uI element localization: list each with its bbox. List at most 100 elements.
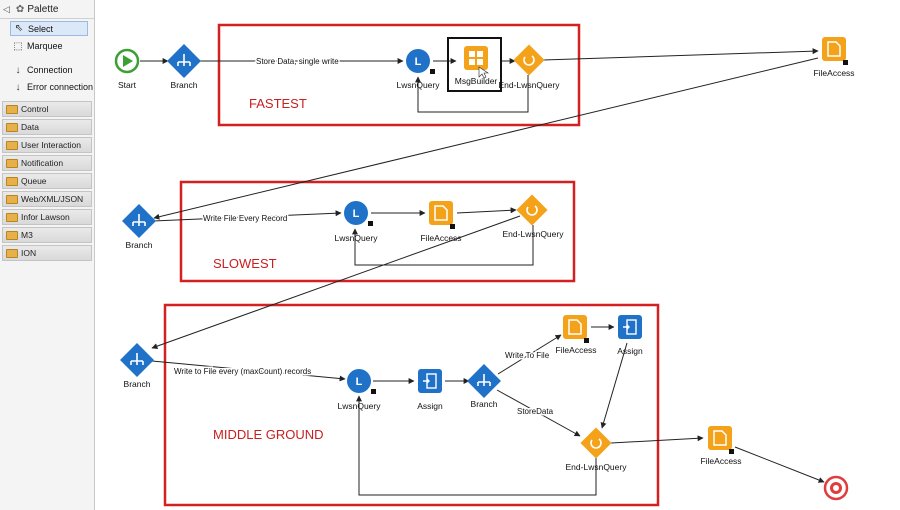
drawer-ion[interactable]: ION [2,245,92,261]
error-port-icon [430,69,435,74]
drawer-user-interaction[interactable]: User Interaction [2,137,92,153]
node-start[interactable]: Start [114,48,140,90]
edge-loop3[interactable] [356,395,597,496]
tool-select-label: Select [28,23,54,34]
branch-icon [177,54,191,66]
node-fileaccess-3[interactable]: FileAccess [555,315,597,355]
tool-marquee[interactable]: ⬚ Marquee [0,38,94,54]
group-label-middle-ground: MIDDLE GROUND [213,427,324,442]
edge-end2-branch3[interactable] [151,215,521,350]
edge-label-write-every-record: Write File Every Record [203,214,287,223]
drawer-label: ION [21,248,37,258]
node-label: Start [118,80,137,90]
drawer-label: M3 [21,230,33,240]
drawer-label: Web/XML/JSON [21,194,84,204]
marquee-icon: ⬚ [13,40,23,52]
group-box-slowest[interactable] [179,180,576,283]
query-icon: L [356,376,363,388]
node-branch4[interactable]: Branch [467,364,501,409]
node-end-lwsnquery-1[interactable]: End-LwsnQuery [499,44,561,90]
node-label: LwsnQuery [335,233,379,243]
mouse-pointer-icon [478,66,489,79]
edge-branch2-lwsn2[interactable] [152,210,342,222]
group-box-middle-ground[interactable] [163,303,660,507]
tool-marquee-label: Marquee [27,41,63,51]
error-connection-icon: ↓ [15,81,21,93]
drawer-web-xml-json[interactable]: Web/XML/JSON [2,191,92,207]
drawer-label: Control [21,104,49,114]
node-lwsnquery-1[interactable]: L LwsnQuery [397,49,441,90]
node-msgbuilder[interactable]: MsgBuilder [447,37,502,92]
drawer-label: Queue [21,176,47,186]
node-branch3[interactable]: Branch [120,343,154,389]
branch-icon [132,214,146,226]
drawer-infor-lawson[interactable]: Infor Lawson [2,209,92,225]
palette-panel: ◁ ✿ Palette ⇖ Select ⬚ Marquee ↓ Connect… [0,0,95,510]
node-assign-2[interactable]: Assign [617,315,643,356]
folder-icon [6,194,18,204]
node-end-lwsnquery-2[interactable]: End-LwsnQuery [503,194,565,239]
node-lwsnquery-3[interactable]: L LwsnQuery [338,369,382,411]
edge-file2-end2[interactable] [456,207,517,214]
edge-loop1[interactable] [415,75,529,113]
edge-branch3-lwsn3[interactable] [151,360,346,382]
folder-icon [6,248,18,258]
group-label-fastest: FASTEST [249,96,307,111]
node-label: Branch [471,399,498,409]
node-label: Assign [417,401,443,411]
node-fileaccess-2[interactable]: FileAccess [420,201,462,243]
node-branch1[interactable]: Branch [167,44,201,90]
tool-error-connection-label: Error connection [27,82,94,92]
node-end[interactable] [823,475,849,501]
file-icon [434,205,448,221]
drawer-label: Infor Lawson [21,212,70,222]
connection-icon: ↓ [15,64,21,76]
tool-connection-label: Connection [27,65,73,75]
tool-select[interactable]: ⇖ Select [10,21,88,36]
cursor-icon: ⇖ [14,23,24,34]
group-box-fastest[interactable] [217,23,581,127]
folder-icon [6,176,18,186]
node-fileaccess-4[interactable]: FileAccess [700,426,742,466]
node-label: End-LwsnQuery [499,80,561,90]
error-port-icon [450,224,455,229]
edge-label-write-to-file: Write To File [505,351,550,360]
error-port-icon [729,449,734,454]
edge-branch4-file3[interactable] [497,334,562,375]
play-icon [123,55,133,67]
edge-end1-file-top[interactable] [542,48,819,61]
drawer-queue[interactable]: Queue [2,173,92,189]
selection-frame [447,37,502,92]
palette-header[interactable]: ◁ ✿ Palette [0,0,94,19]
node-label: LwsnQuery [338,401,382,411]
folder-icon [6,212,18,222]
builder-icon [469,51,483,65]
edge-end3-file4[interactable] [610,435,704,444]
node-end-lwsnquery-3[interactable]: End-LwsnQuery [566,427,628,472]
tool-error-connection[interactable]: ↓ Error connection [0,79,94,95]
drawer-data[interactable]: Data [2,119,92,135]
edge-file4-end[interactable] [734,446,825,483]
edge-loop2[interactable] [352,225,534,266]
node-fileaccess-top[interactable]: FileAccess [813,37,855,78]
drawer-m3[interactable]: M3 [2,227,92,243]
node-assign-1[interactable]: Assign [417,369,443,411]
branch-icon [130,353,144,365]
edge-assign2-end3[interactable] [600,342,628,429]
tool-connection[interactable]: ↓ Connection [0,62,94,78]
drawer-control[interactable]: Control [2,101,92,117]
file-icon [568,319,582,335]
node-branch2[interactable]: Branch [122,204,156,250]
flow-canvas[interactable]: FASTEST SLOWEST MIDDLE GROUND Store Data… [96,0,900,510]
file-icon [827,41,841,57]
edge-branch4-end3[interactable] [496,389,581,437]
loop-end-icon [523,55,535,66]
drawer-label: Data [21,122,39,132]
file-icon [713,430,727,446]
node-label: LwsnQuery [397,80,441,90]
drawer-notification[interactable]: Notification [2,155,92,171]
edge-file-top-branch2[interactable] [153,57,819,220]
node-lwsnquery-2[interactable]: L LwsnQuery [335,201,379,243]
branch-icon [477,374,491,386]
collapse-arrow-icon[interactable]: ◁ [3,3,10,14]
